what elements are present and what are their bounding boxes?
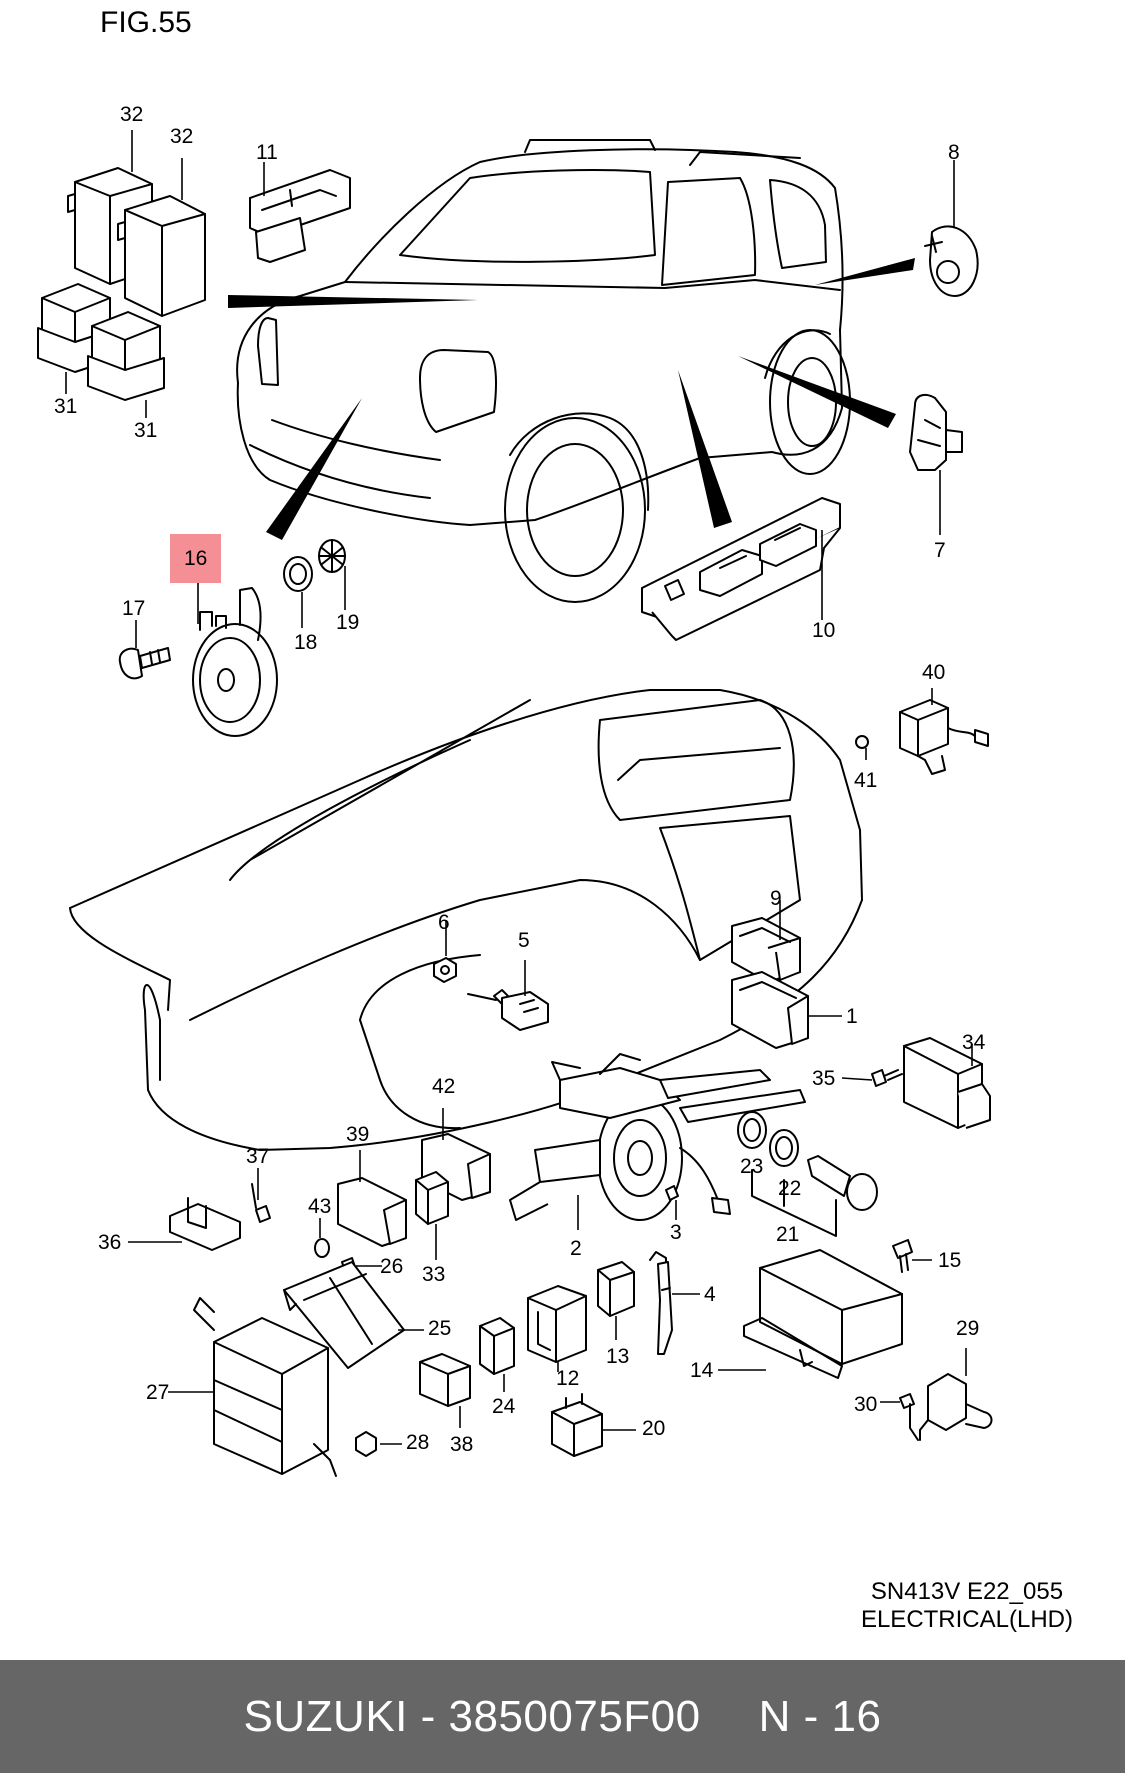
callout-32: 32 [170,125,194,148]
callout-42: 42 [432,1075,456,1098]
callout-24: 24 [492,1395,516,1418]
callout-29: 29 [956,1317,980,1340]
callout-26: 26 [380,1255,404,1278]
switch-39 [337,1150,407,1247]
callout-7: 7 [934,539,946,562]
callout-37: 37 [246,1145,270,1168]
callout-19: 19 [336,611,360,634]
callout-1: 1 [846,1005,858,1028]
sensor-8 [924,160,979,297]
relay-32-b [117,195,206,317]
relay-38 [419,1353,471,1428]
callout-28: 28 [406,1431,430,1454]
window-switch-10 [641,497,841,641]
relay-20 [551,1393,636,1457]
callout-17: 17 [122,597,146,620]
callout-8: 8 [948,141,960,164]
callout-43: 43 [308,1195,332,1218]
callout-22: 22 [778,1177,802,1200]
callout-14: 14 [690,1359,714,1382]
callout-25: 25 [428,1317,452,1340]
callout-16-highlighted: 16 [170,534,222,583]
callout-10: 10 [812,619,836,642]
bracket-36 [128,1197,241,1251]
bolt-15 [892,1239,932,1273]
callout-18: 18 [294,631,318,654]
leader-lines [65,130,823,648]
control-unit-25 [283,1261,424,1369]
ring-23 [737,1111,767,1149]
callout-33: 33 [422,1263,446,1286]
callout-11: 11 [256,141,278,164]
switch-11 [249,169,351,263]
callout-27: 27 [146,1381,170,1404]
connector-5 [467,960,549,1031]
parts-diagram: FIG.55 32 32 11 8 31 31 7 16 17 18 19 10… [37,6,1073,1634]
callout-13: 13 [606,1345,630,1368]
switch-13 [597,1261,635,1340]
sensor-7 [909,393,963,535]
screw-35 [841,1069,903,1087]
relay-33 [415,1171,449,1260]
module-34 [903,1037,991,1129]
vehicle-body [236,139,851,603]
callout-23: 23 [740,1155,764,1178]
washer-19 [318,539,346,610]
lighter-21 [751,1155,878,1237]
callout-31: 31 [134,419,158,442]
callout-39: 39 [346,1123,370,1146]
footer-page-ref: N - 16 [758,1691,882,1741]
callout-5: 5 [518,929,530,952]
nut-28 [355,1431,402,1457]
screw-30 [880,1393,919,1441]
ring-22 [769,1129,799,1167]
callout-12: 12 [556,1367,580,1390]
bolt-17 [118,647,171,680]
nut-6 [433,920,457,983]
figure-code-block: SN413V E22_055 ELECTRICAL(LHD) [861,1578,1073,1634]
switch-12 [527,1285,587,1372]
pointer-wedges [228,258,915,540]
figure-subtitle: ELECTRICAL(LHD) [860,1606,1073,1633]
bolt-37 [251,1168,271,1223]
figure-code: SN413V E22_055 [870,1578,1064,1605]
sensor-29 [919,1348,993,1441]
washer-43 [314,1218,330,1258]
footer-bar: SUZUKI - 3850075F00 N - 16 [0,1660,1125,1773]
relay-31-b [87,311,165,401]
airbag-unit-14 [718,1249,903,1379]
module-27 [168,1297,337,1477]
switch-9 [731,900,801,983]
combination-switch-2 [509,1053,806,1230]
callout-34: 34 [962,1031,986,1054]
callout-20: 20 [642,1417,666,1440]
callout-35: 35 [812,1067,836,1090]
callout-6: 6 [438,911,450,934]
callout-31: 31 [54,395,78,418]
module-40 [855,688,989,775]
callout-21: 21 [776,1223,800,1246]
washer-18 [283,556,313,628]
figure-title: FIG.55 [100,6,192,39]
horn-16 [192,587,278,737]
switch-1 [731,971,842,1049]
footer-part-number: SUZUKI - 3850075F00 [243,1691,701,1741]
callout-30: 30 [854,1393,878,1416]
callout-15: 15 [938,1249,962,1272]
callout-3: 3 [670,1221,682,1244]
callout-32: 32 [120,103,144,126]
exploded-view-drawing [37,130,993,1477]
callout-4: 4 [704,1283,716,1306]
callout-36: 36 [98,1231,122,1254]
callout-40: 40 [922,661,946,684]
callout-9: 9 [770,887,782,910]
harness-4 [649,1251,700,1355]
callout-41: 41 [854,769,878,792]
callout-38: 38 [450,1433,474,1456]
callout-2: 2 [570,1237,582,1260]
relay-24 [479,1317,515,1392]
